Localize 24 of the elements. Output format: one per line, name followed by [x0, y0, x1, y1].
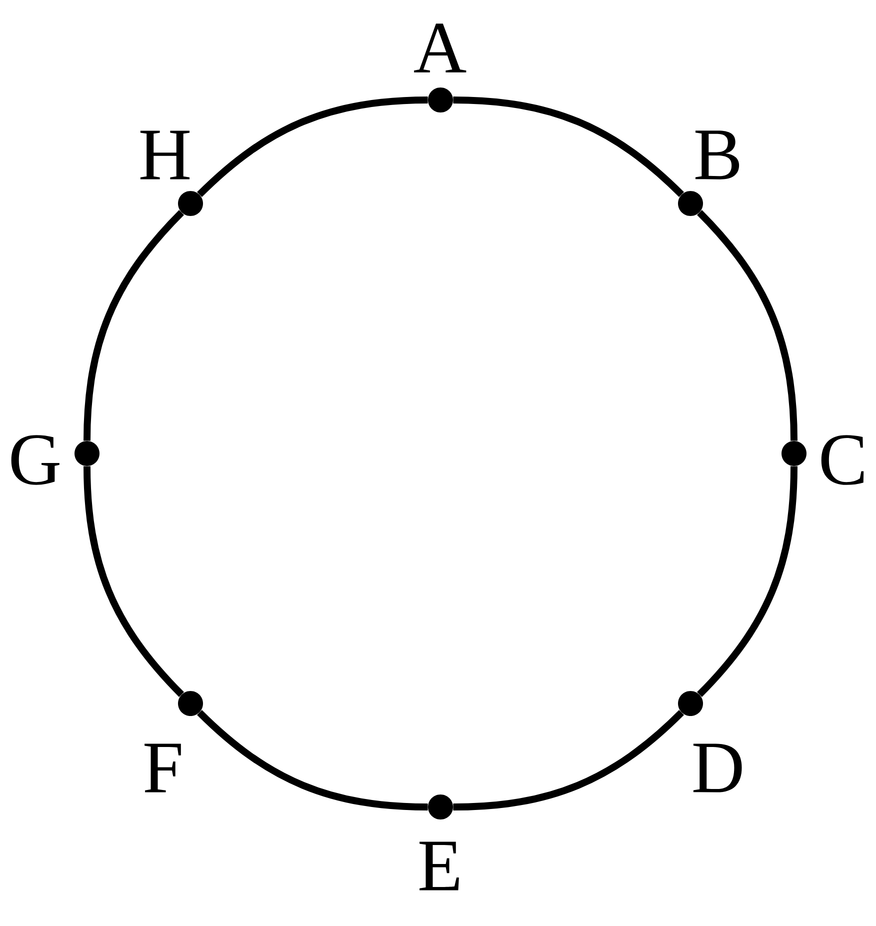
- node-label: F: [144, 744, 181, 792]
- node-label: A: [414, 24, 466, 72]
- node-label: B: [695, 130, 740, 180]
- circle-arc: [197, 710, 428, 810]
- labeled-point: C: [782, 435, 864, 485]
- labeled-point: E: [420, 794, 459, 890]
- labeled-point: H: [140, 130, 203, 216]
- node-label: H: [140, 130, 190, 180]
- node-label: G: [11, 435, 60, 485]
- circle-arc: [84, 210, 184, 441]
- circle-arc: [453, 710, 684, 810]
- labeled-point: B: [678, 130, 740, 216]
- labeled-point: F: [144, 691, 203, 792]
- node-label: D: [693, 744, 742, 792]
- node-label: E: [420, 842, 459, 890]
- labeled-point: A: [414, 24, 466, 112]
- circle-arc: [696, 466, 798, 697]
- labeled-point: G: [11, 435, 100, 485]
- circle-arc: [696, 210, 798, 441]
- circle-arc: [84, 466, 184, 697]
- labeled-point: D: [678, 691, 742, 792]
- circle-arc: [453, 96, 684, 198]
- node-label: C: [821, 435, 864, 485]
- circle-arc: [197, 96, 428, 198]
